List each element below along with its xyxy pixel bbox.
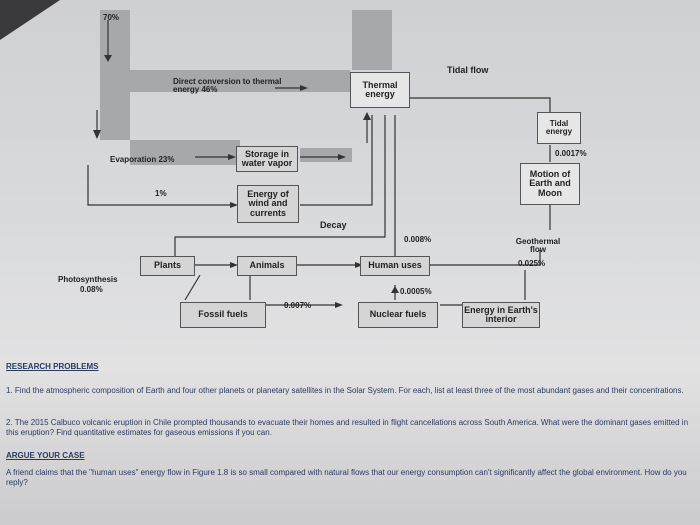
fossil-fuels-box: Fossil fuels xyxy=(180,302,266,328)
argue-text: A friend claims that the "human uses" en… xyxy=(6,468,687,487)
tidal-flow-label: Tidal flow xyxy=(447,65,489,75)
evaporation-label: Evaporation 23% xyxy=(110,155,175,164)
one-percent-label: 1% xyxy=(155,189,167,198)
tidal-value-label: 0.0017% xyxy=(555,149,587,158)
wind-currents-box: Energy of wind and currents xyxy=(237,185,299,223)
research-heading: RESEARCH PROBLEMS xyxy=(6,362,99,371)
thermal-energy-box: Thermal energy xyxy=(350,72,410,108)
animals-box: Animals xyxy=(237,256,297,276)
nuclear-value-label: 0.0005% xyxy=(400,287,432,296)
photosynthesis-label: Photosynthesis xyxy=(58,275,118,284)
flow-arrows xyxy=(0,0,392,165)
storage-box: Storage in water vapor xyxy=(236,146,298,172)
argue-heading: ARGUE YOUR CASE xyxy=(6,451,85,460)
photosynthesis-value-label: 0.08% xyxy=(80,285,103,294)
energy-flow-diagram: 70% Tidal flow Direct conversion to ther… xyxy=(0,0,587,328)
geothermal-label: Geothermal flow xyxy=(515,237,561,255)
tidal-energy-box: Tidal energy xyxy=(537,112,581,144)
human-uses-box: Human uses xyxy=(360,256,430,276)
fossil-value-label: 0.007% xyxy=(284,301,312,310)
motion-box: Motion of Earth and Moon xyxy=(520,163,580,205)
direct-conversion-label: Direct conversion to thermal energy 46% xyxy=(173,77,282,95)
nuclear-fuels-box: Nuclear fuels xyxy=(358,302,438,328)
human-value-label: 0.008% xyxy=(404,235,432,244)
research-q1: 1. Find the atmospheric composition of E… xyxy=(6,386,684,395)
research-q2: 2. The 2015 Calbuco volcanic eruption in… xyxy=(6,418,689,437)
plants-box: Plants xyxy=(140,256,195,276)
earth-interior-box: Energy in Earth's interior xyxy=(462,302,540,328)
geothermal-value-label: 0.025% xyxy=(518,259,546,268)
top-percent-label: 70% xyxy=(103,13,120,22)
decay-label: Decay xyxy=(320,220,347,230)
